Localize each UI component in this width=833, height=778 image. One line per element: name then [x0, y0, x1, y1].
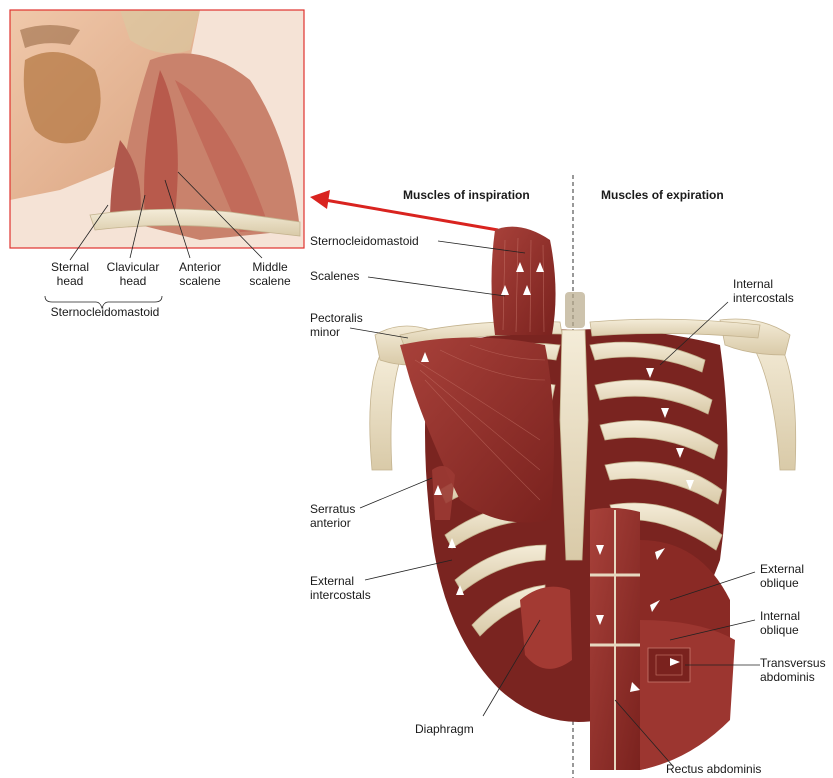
- label-pectoralis-minor-line1: Pectoralis: [310, 311, 363, 325]
- label-internal-oblique-line2: oblique: [760, 623, 800, 637]
- label-middle-scalene-line1: Middle: [238, 260, 302, 274]
- label-rectus-abdominis: Rectus abdominis: [666, 762, 761, 776]
- label-middle-scalene-line2: scalene: [238, 274, 302, 288]
- label-transversus-abdominis-line2: abdominis: [760, 670, 826, 684]
- label-sternal-head-line1: Sternal: [40, 260, 100, 274]
- label-scalenes: Scalenes: [310, 269, 359, 283]
- label-external-oblique: External oblique: [760, 562, 804, 590]
- inset-neck-illustration: [10, 10, 304, 248]
- label-sternal-head: Sternal head: [40, 260, 100, 288]
- label-serratus-anterior: Serratus anterior: [310, 502, 355, 530]
- label-internal-oblique-line1: Internal: [760, 609, 800, 623]
- header-inspiration: Muscles of inspiration: [403, 188, 530, 202]
- label-serratus-anterior-line1: Serratus: [310, 502, 355, 516]
- label-diaphragm: Diaphragm: [415, 722, 474, 736]
- label-internal-intercostals: Internal intercostals: [733, 277, 794, 305]
- torso-illustration: [370, 227, 796, 770]
- label-pectoralis-minor: Pectoralis minor: [310, 311, 363, 339]
- label-clavicular-head-line2: head: [98, 274, 168, 288]
- label-external-intercostals: External intercostals: [310, 574, 371, 602]
- label-external-oblique-line1: External: [760, 562, 804, 576]
- label-anterior-scalene-line2: scalene: [168, 274, 232, 288]
- label-middle-scalene: Middle scalene: [238, 260, 302, 288]
- label-anterior-scalene: Anterior scalene: [168, 260, 232, 288]
- label-transversus-abdominis: Transversus abdominis: [760, 656, 826, 684]
- label-clavicular-head-line1: Clavicular: [98, 260, 168, 274]
- label-anterior-scalene-line1: Anterior: [168, 260, 232, 274]
- label-transversus-abdominis-line1: Transversus: [760, 656, 826, 670]
- label-sternal-head-line2: head: [40, 274, 100, 288]
- label-sternocleidomastoid: Sternocleidomastoid: [310, 234, 419, 248]
- label-clavicular-head: Clavicular head: [98, 260, 168, 288]
- label-internal-intercostals-line1: Internal: [733, 277, 794, 291]
- label-external-intercostals-line2: intercostals: [310, 588, 371, 602]
- label-sternocleidomastoid-group: Sternocleidomastoid: [30, 305, 180, 319]
- label-external-intercostals-line1: External: [310, 574, 371, 588]
- label-internal-oblique: Internal oblique: [760, 609, 800, 637]
- header-expiration: Muscles of expiration: [601, 188, 724, 202]
- label-external-oblique-line2: oblique: [760, 576, 804, 590]
- label-serratus-anterior-line2: anterior: [310, 516, 355, 530]
- label-pectoralis-minor-line2: minor: [310, 325, 363, 339]
- label-internal-intercostals-line2: intercostals: [733, 291, 794, 305]
